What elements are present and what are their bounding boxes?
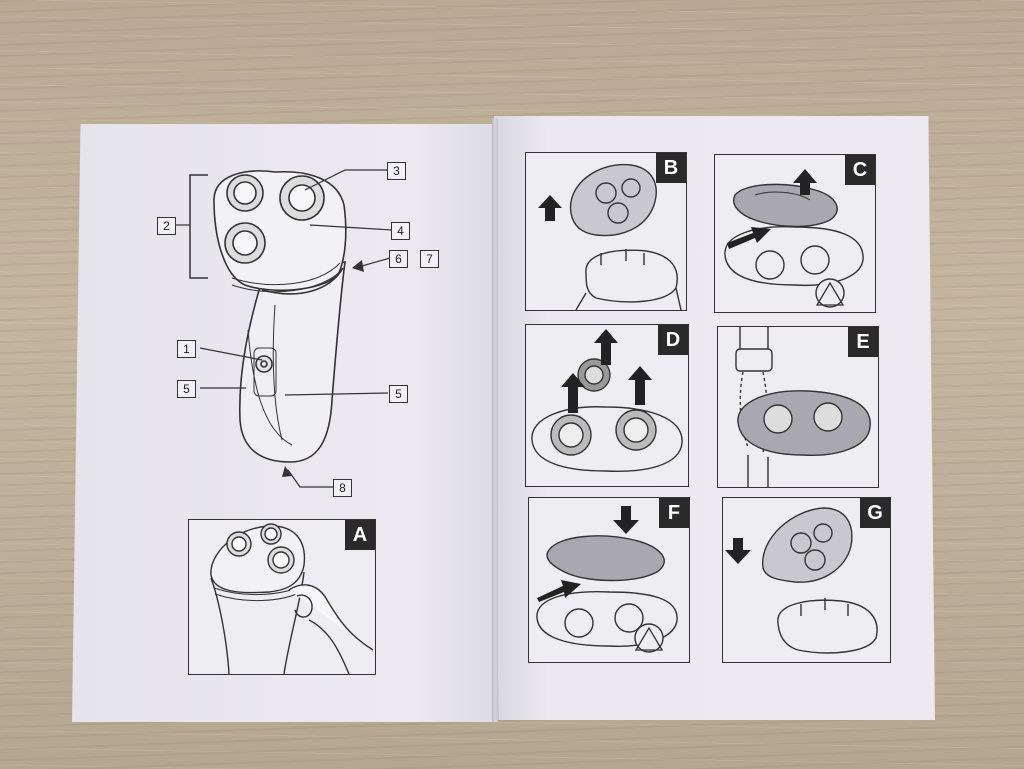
- panel-label-f: F: [659, 498, 689, 528]
- callout-number-7: 7: [420, 250, 439, 268]
- callout-number-5-right: 5: [389, 385, 408, 403]
- callout-number-5-left: 5: [177, 380, 196, 398]
- callout-number-3: 3: [387, 162, 406, 180]
- head-reattach-illustration: [725, 507, 878, 654]
- callout-number-8: 8: [333, 479, 352, 497]
- cutter-removal-illustration: [531, 329, 683, 472]
- illustration-panel-e: E: [717, 326, 879, 488]
- rinsing-illustration: [735, 327, 871, 487]
- retaining-frame-removal-illustration: [724, 169, 864, 308]
- illustration-panel-a: A: [188, 519, 376, 675]
- panel-label-e: E: [848, 327, 878, 357]
- illustration-panel-f: F: [528, 497, 690, 663]
- illustration-panel-c: C: [714, 154, 876, 313]
- callout-number-6: 6: [389, 250, 408, 268]
- panel-label-d: D: [658, 325, 688, 355]
- callout-number-4: 4: [391, 222, 410, 240]
- callout-number-2: 2: [157, 217, 176, 235]
- panel-label-a: A: [345, 520, 375, 550]
- illustration-panel-b: B: [525, 152, 687, 311]
- panel-label-b: B: [656, 153, 686, 183]
- illustration-panel-g: G: [722, 497, 891, 663]
- frame-reattach-illustration: [536, 506, 678, 653]
- illustration-panel-d: D: [525, 324, 689, 487]
- booklet-spine: [492, 118, 498, 722]
- hand-holding-shaver-illustration: [210, 523, 374, 674]
- head-removal-illustration: [538, 163, 682, 310]
- panel-label-g: G: [860, 498, 890, 528]
- callout-number-1: 1: [177, 340, 196, 358]
- panel-label-c: C: [845, 155, 875, 185]
